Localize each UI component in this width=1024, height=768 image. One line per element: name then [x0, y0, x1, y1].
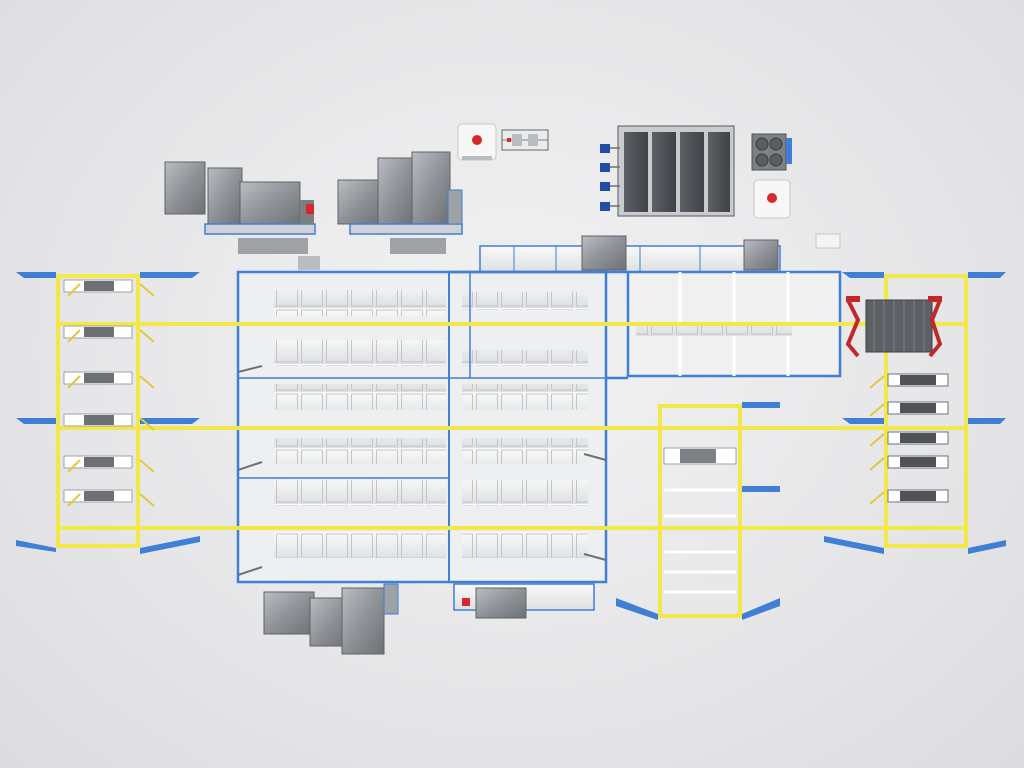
service-corridor [298, 235, 781, 273]
filter-skid-top [501, 129, 549, 151]
gantry-left [16, 272, 200, 554]
cross-rails [56, 322, 966, 530]
air-handling-units-top-center [337, 151, 463, 254]
chemical-tank-right [753, 179, 791, 219]
small-box-top-right [815, 233, 841, 249]
gantry-right [824, 272, 1006, 554]
chiller-unit [751, 133, 792, 171]
water-treatment-tanks [600, 125, 735, 217]
air-handling-units-top-left [164, 161, 316, 254]
press-station-right [845, 296, 943, 358]
chemical-tank-top [457, 123, 497, 161]
exhaust-units-bottom [263, 583, 595, 655]
gantry-center [616, 402, 780, 620]
